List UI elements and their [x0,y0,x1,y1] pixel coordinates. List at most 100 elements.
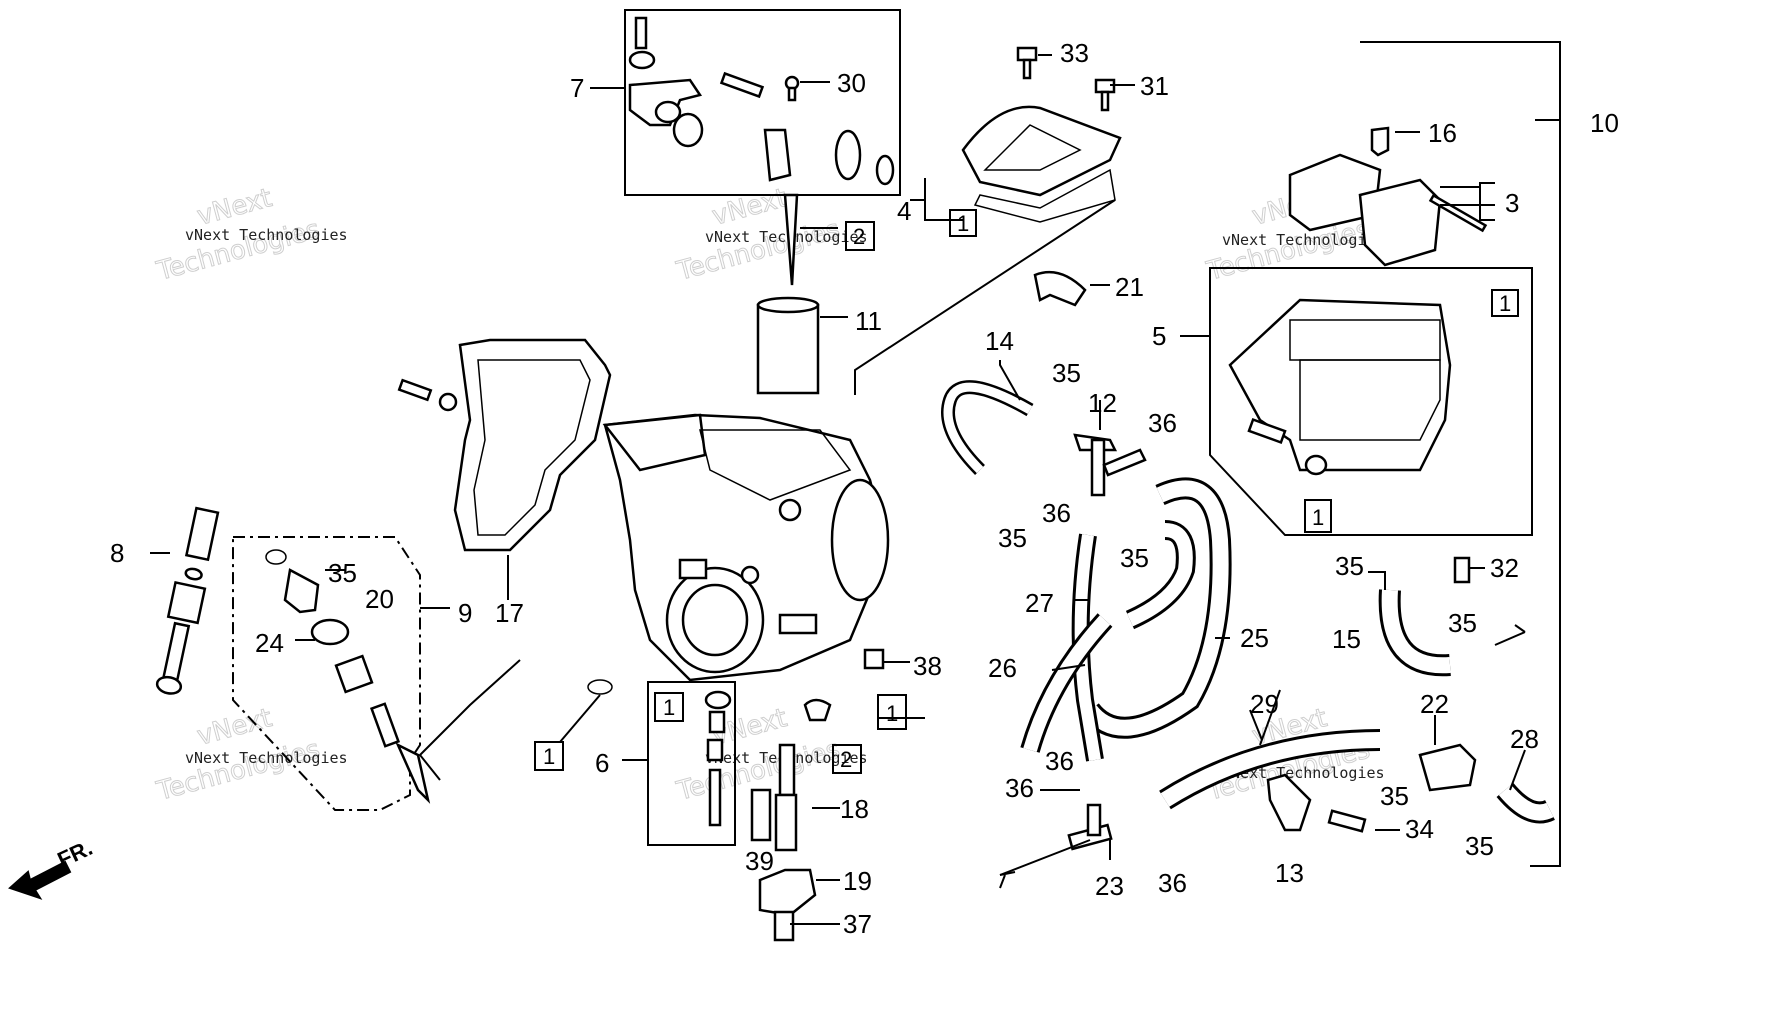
watermark-line2: Technologies [1203,215,1373,287]
callout-28: 28 [1510,724,1539,754]
callout-36: 36 [1045,746,1074,776]
callout-36: 36 [1148,408,1177,438]
group-6-box [647,681,736,846]
watermark-line2: Technologies [673,215,843,287]
callout-36: 36 [1158,868,1187,898]
callout-36: 36 [1042,498,1071,528]
callout-35: 35 [1465,831,1494,861]
jet-needle-part [783,193,799,286]
watermark-line1: vNext [194,183,275,232]
boxed-ref-label: 1 [957,211,969,236]
callout-36: 36 [1005,773,1034,803]
carb-top-cover-part [961,46,1122,223]
drain-screw-part [863,648,885,670]
boxed-ref-1-e: 1 [877,694,907,730]
callout-22: 22 [1420,689,1449,719]
hose-14-part [941,380,1034,475]
hose-15-part [1378,589,1451,677]
watermark-line1: vNext [709,183,790,232]
hose-direction-arrow-icon [1494,624,1526,646]
main-jet-part [750,698,832,942]
callout-7: 7 [570,73,584,103]
boxed-ref-1-d: 1 [654,692,684,722]
throttle-arm-part [628,16,895,186]
watermark-caption: vNext Technologies [1222,764,1385,782]
callout-14: 14 [985,326,1014,356]
callout-33: 33 [1060,38,1089,68]
callout-9: 9 [458,598,472,628]
hose-29-part [1159,729,1381,810]
callout-26: 26 [988,653,1017,683]
vent-fitting-part [1033,270,1087,307]
callout-19: 19 [843,866,872,896]
callout-24: 24 [255,628,284,658]
callout-35: 35 [998,523,1027,553]
leader-lines [150,54,1560,925]
boxed-ref-label: 1 [1499,291,1511,316]
watermark-caption: vNext Technologies [185,226,348,244]
callout-18: 18 [840,794,869,824]
solenoid-13-part [1266,773,1312,832]
hose-direction-arrow-icon [999,871,1016,889]
float-bowl-part [1228,298,1452,476]
callout-31: 31 [1140,71,1169,101]
boxed-ref-1-f: 1 [534,741,564,771]
callout-4: 4 [897,196,911,226]
watermark-caption: vNext Technologies [185,749,348,767]
boxed-ref-2-a: 2 [845,221,875,251]
screw-32-part [1453,556,1471,584]
callout-21: 21 [1115,272,1144,302]
callout-27: 27 [1025,588,1054,618]
t-fitting-23-part [1067,803,1113,851]
callout-35: 35 [1052,358,1081,388]
callout-16: 16 [1428,118,1457,148]
boxed-ref-label: 1 [1312,505,1324,530]
jet-stack-part [155,506,220,695]
carburetor-body-part [602,413,890,682]
callout-35: 35 [1120,543,1149,573]
callout-29: 29 [1250,689,1279,719]
hose-28-part [1496,782,1555,824]
group-10-bracket [1360,41,1561,867]
callout-32: 32 [1490,553,1519,583]
callout-35: 35 [1335,551,1364,581]
group-9-frame [232,536,421,811]
boxed-ref-label: 1 [886,701,898,726]
callout-6: 6 [595,748,609,778]
boxed-ref-1-b: 1 [1491,289,1519,317]
callout-34: 34 [1405,814,1434,844]
callout-10: 10 [1590,108,1619,138]
boxed-ref-label: 2 [853,224,865,249]
float-needle-part [587,679,732,827]
boxed-ref-2-b: 2 [832,744,862,774]
callout-15: 15 [1332,624,1361,654]
t-fitting-12-part [1073,433,1147,497]
leader-boxed-ref [559,694,601,743]
callout-30: 30 [837,68,866,98]
callout-39: 39 [745,846,774,876]
group-7-box [624,9,901,196]
watermark-caption: vNext Technologies [705,228,868,246]
boxed-ref-label: 2 [840,747,852,772]
front-arrow-icon [8,860,72,900]
callout-13: 13 [1275,858,1304,888]
callout-labels: 7 30 33 31 10 16 3 4 21 11 5 14 35 12 36… [110,38,1619,939]
filter-22-part [1418,743,1477,792]
boxed-ref-1-c: 1 [1304,499,1332,533]
boxed-ref-label: 1 [663,695,675,720]
callout-12: 12 [1088,388,1117,418]
front-direction-arrow: FR. [8,835,96,900]
watermark-caption: vNext Technologies [1222,231,1385,249]
callout-38: 38 [913,651,942,681]
hose-27-part [1071,533,1104,762]
screw-34-part [1327,809,1367,833]
callout-23: 23 [1095,871,1124,901]
throttle-valve-part [756,296,820,395]
boxed-ref-1-a: 1 [949,209,977,237]
boxed-ref-label: 1 [543,744,555,769]
callout-35: 35 [1380,781,1409,811]
group-5-box [1209,267,1533,536]
callout-35: 35 [1448,608,1477,638]
callout-25: 25 [1240,623,1269,653]
watermark-top-left: vNext Technologies vNext Technologies [153,183,348,288]
